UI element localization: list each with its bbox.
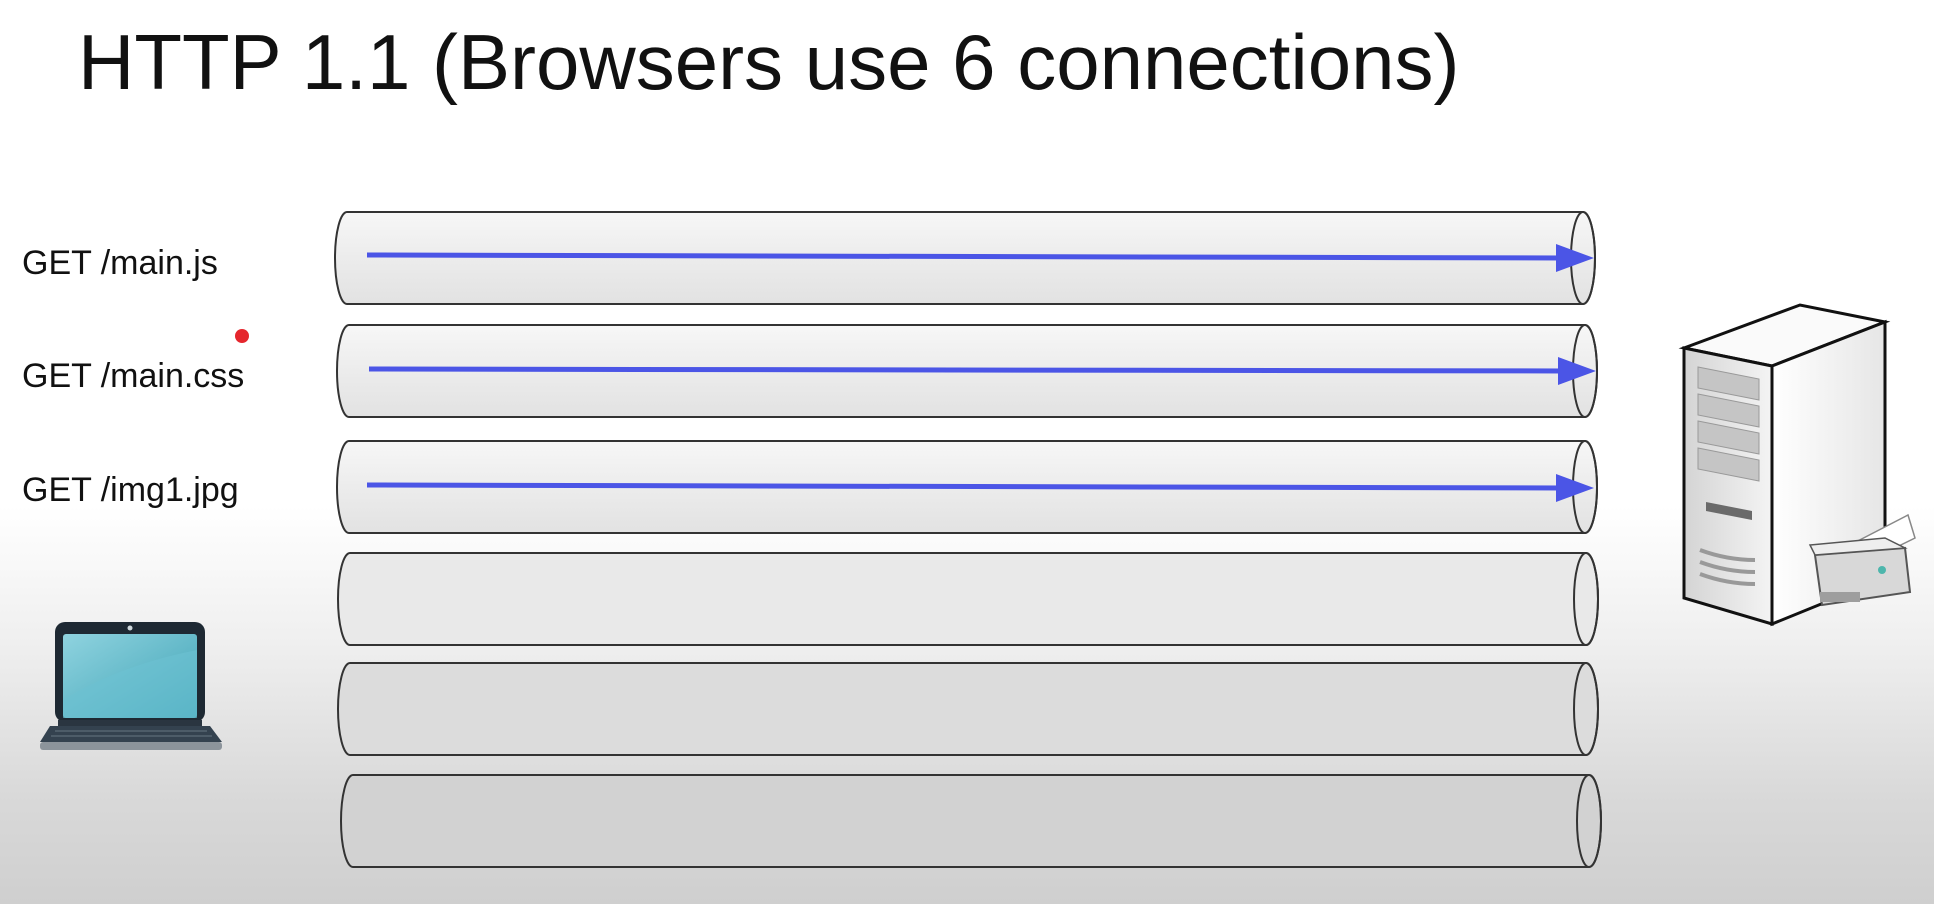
request-arrow-img1-jpg [366,474,1594,502]
request-label-main-css: GET /main.css [22,357,245,395]
cursor-pointer-dot [235,329,249,343]
slide-title: HTTP 1.1 (Browsers use 6 connections) [78,18,1460,106]
connection-pipe-5 [337,662,1599,756]
request-arrow-main-css [368,357,1596,385]
connection-pipe-4 [337,552,1599,646]
printer-icon [1808,513,1916,607]
request-arrow-main-js [366,244,1594,272]
request-label-main-js: GET /main.js [22,244,218,282]
request-label-img1-jpg: GET /img1.jpg [22,471,239,509]
laptop-icon [40,622,222,750]
connection-pipe-6 [340,774,1602,868]
